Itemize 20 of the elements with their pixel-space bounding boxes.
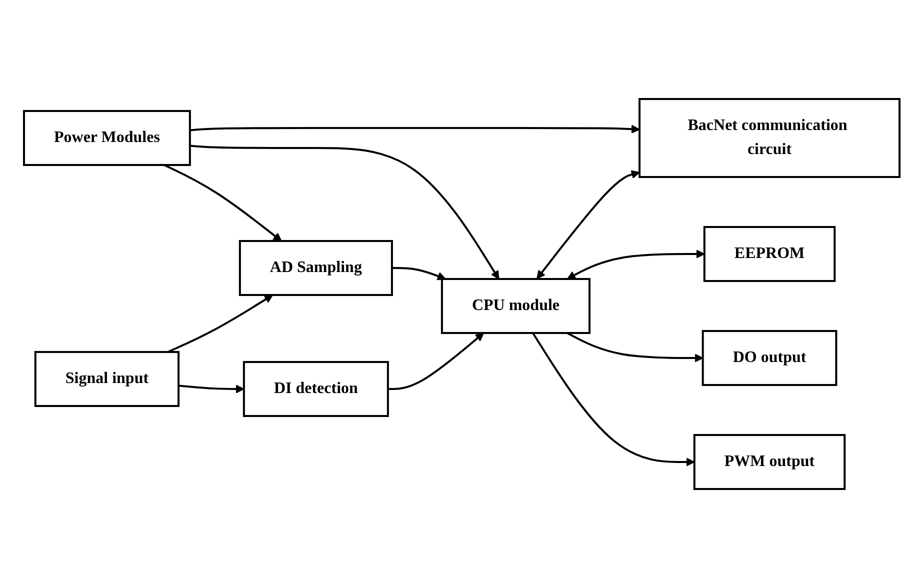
node-box: PWM output <box>694 434 846 490</box>
arrow <box>532 332 696 466</box>
arrow <box>566 332 704 362</box>
arrow <box>392 267 446 280</box>
node-box: Signal input <box>34 351 180 407</box>
node-box: DI detection <box>243 361 390 417</box>
arrow <box>178 384 245 394</box>
node-box: BacNet communication circuit <box>638 98 901 178</box>
arrow <box>190 124 640 134</box>
node-box: EEPROM <box>704 226 836 282</box>
node-box: CPU module <box>441 278 591 334</box>
node-box: Power Modules <box>23 110 192 166</box>
arrow <box>164 164 282 242</box>
node-box: DO output <box>702 330 838 386</box>
arrow <box>168 294 274 353</box>
arrow <box>388 332 484 390</box>
arrow <box>567 250 706 280</box>
arrow <box>190 144 500 280</box>
node-box: AD Sampling <box>239 240 394 296</box>
arrow <box>536 170 640 280</box>
